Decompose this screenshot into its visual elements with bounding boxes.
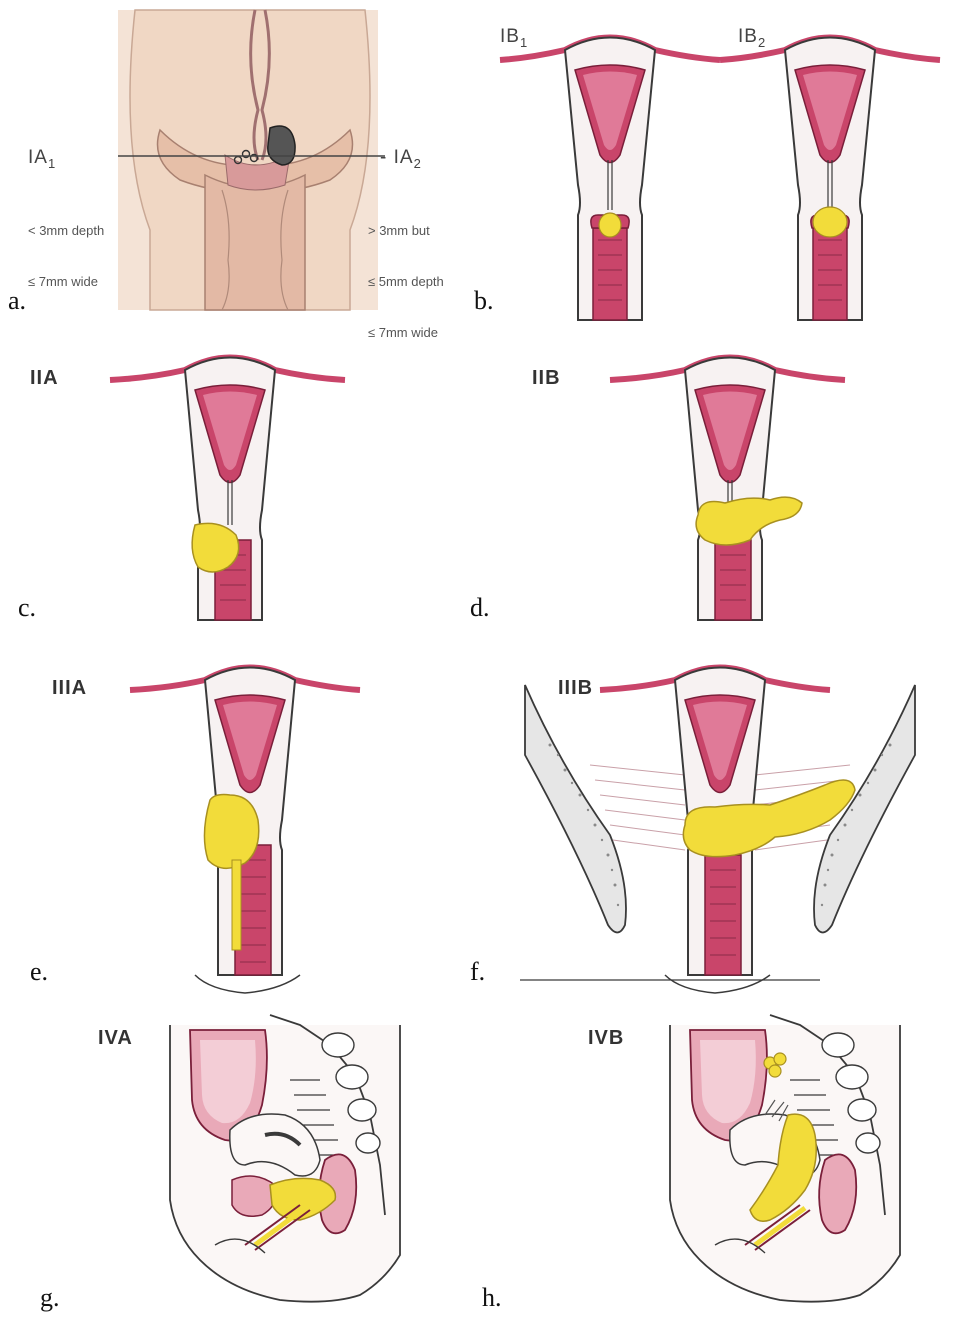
panel-letter: e. [30, 957, 48, 987]
tumor-ib2 [813, 207, 847, 237]
panel-h: IVB h. [470, 1005, 962, 1322]
panel-a: IA1 - IA2 < 3mm depth ≤ 7mm wide > 3mm b… [0, 0, 480, 330]
stage-ivb-label: IVB [588, 1027, 624, 1050]
ia1-criteria-line: < 3mm depth [28, 222, 104, 239]
tumor-iib [696, 497, 802, 545]
panel-letter: h. [482, 1283, 502, 1313]
panel-letter: f. [470, 957, 485, 987]
stage-iva-illustration [0, 1005, 480, 1322]
uterus-ib1 [500, 38, 720, 321]
panel-e: IIIA e. [0, 655, 470, 1000]
stage-ib1-label: IB1 [500, 26, 528, 50]
stage-iiib-label: IIIB [558, 677, 593, 700]
tumor-ib1 [599, 213, 621, 237]
stage-iiia-label: IIIA [52, 677, 87, 700]
stage-ia2-label: - IA2 [380, 147, 422, 171]
stage-iiib-illustration [470, 655, 962, 1000]
stage-ib2-label: IB2 [738, 26, 766, 50]
tumor-iia [192, 523, 239, 572]
stage-iib-label: IIB [532, 367, 561, 390]
stage-ivb-illustration [470, 1005, 962, 1322]
panel-letter: g. [40, 1283, 60, 1313]
ia2-criteria-line: > 3mm but [368, 222, 444, 239]
ia1-criteria-line: ≤ 7mm wide [28, 273, 104, 290]
panel-b: IB1 IB2 b. [470, 0, 962, 330]
tumor-iiia [204, 795, 258, 869]
stage-iiia-illustration [0, 655, 470, 1000]
panel-c: IIA c. [0, 345, 470, 635]
stage-ia1-label: IA1 [28, 147, 56, 171]
ia2-criteria-line: ≤ 5mm depth [368, 273, 444, 290]
tumor-vaginal-extension [232, 860, 241, 950]
panel-letter: a. [8, 286, 26, 316]
ia2-criteria-line: ≤ 7mm wide [368, 324, 444, 341]
panel-letter: d. [470, 593, 490, 623]
stage-iia-label: IIA [30, 367, 59, 390]
panel-f: IIIB f. [470, 655, 962, 1000]
uterus-ib2 [720, 38, 940, 321]
ia1-criteria: < 3mm depth ≤ 7mm wide [28, 188, 104, 324]
stage-iia-illustration [0, 345, 470, 635]
panel-letter: c. [18, 593, 36, 623]
panel-letter: b. [474, 286, 494, 316]
left-pelvic-bone [525, 685, 626, 933]
panel-g: IVA g. [0, 1005, 480, 1322]
panel-d: IIB d. [470, 345, 962, 635]
ia2-lesion-icon [268, 126, 295, 165]
stage-iva-label: IVA [98, 1027, 133, 1050]
stage-ib-illustration [470, 0, 962, 330]
